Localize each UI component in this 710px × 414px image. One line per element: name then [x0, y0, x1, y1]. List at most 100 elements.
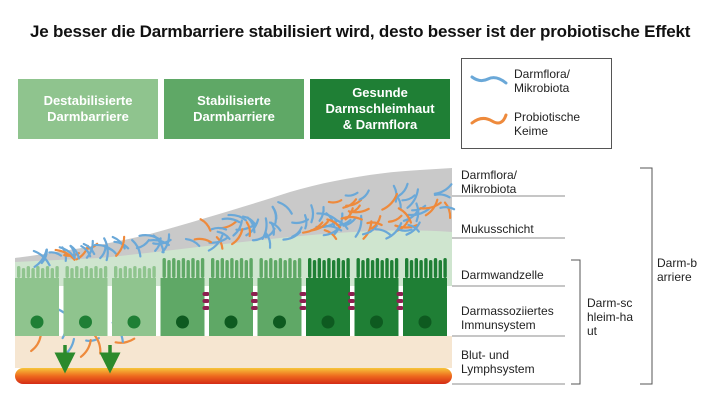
tight-junction — [348, 306, 355, 310]
tight-junction — [396, 299, 404, 303]
epithelial-cell — [209, 258, 253, 336]
probiotic-microbe — [387, 214, 403, 223]
page-title: Je besser die Darmbarriere stabilisiert … — [30, 22, 691, 41]
microbiota-microbe — [374, 228, 393, 237]
probiotic-microbe — [93, 333, 102, 355]
microbiota-microbe — [402, 208, 420, 222]
microbiota-microbe — [439, 205, 456, 211]
microbiota-microbe — [270, 221, 276, 236]
probiotic-microbe — [344, 207, 354, 221]
stage-healthy: Gesunde Darmschleimhaut & Darmflora — [310, 79, 450, 139]
epithelial-cell — [63, 266, 108, 336]
tight-junction — [348, 292, 355, 296]
label-darmbarriere: Darm-barriere — [657, 256, 698, 284]
stage-stabilized: Stabilisierte Darmbarriere — [164, 79, 304, 139]
microbiota-microbe — [334, 218, 349, 230]
epithelial-cell — [403, 258, 447, 336]
probiotic-microbe — [245, 221, 252, 238]
microbiota-microbe — [395, 194, 402, 210]
microbiota-microbe — [138, 234, 160, 241]
tight-junction — [299, 299, 307, 303]
tight-junction — [299, 306, 307, 310]
microbiota-microbe — [241, 215, 256, 225]
epithelial-cell — [112, 266, 156, 336]
label-immunsystem: Darmassoziiertes Immunsystem — [461, 304, 554, 332]
microbiota-microbe — [80, 245, 92, 258]
label-darmwandzelle: Darmwandzelle — [461, 268, 544, 282]
probiotic-microbe — [326, 218, 341, 229]
microbiota-microbe — [154, 237, 162, 252]
probiotic-microbe — [394, 223, 419, 229]
bacteria-group — [30, 182, 456, 358]
microbiota-microbe — [221, 217, 241, 224]
microbiota-microbe — [407, 223, 420, 233]
microbiota-microbe — [184, 237, 201, 248]
epithelial-cell — [354, 258, 399, 336]
label-mukusschicht: Mukusschicht — [461, 222, 534, 236]
probiotic-microbe — [424, 198, 439, 217]
blood-vessel — [15, 368, 452, 384]
microbiota-symbol — [470, 75, 508, 85]
legend: Darmflora/ Mikrobiota Probiotische Keime — [461, 58, 612, 149]
label-darmschleimhaut: Darm-schleim-haut — [587, 296, 634, 338]
microbiota-microbe — [361, 224, 378, 236]
microbiota-microbe — [415, 202, 420, 223]
epithelial-cell — [160, 258, 205, 336]
probiotic-microbe — [230, 228, 244, 246]
probiotic-symbol — [470, 113, 508, 125]
microbiota-microbe — [251, 233, 268, 242]
microbiota-microbe — [411, 204, 427, 212]
tight-junction — [251, 306, 258, 310]
microbiota-microbe — [318, 205, 325, 222]
epithelial-cell — [306, 258, 350, 336]
microbiota-microbe — [235, 221, 258, 231]
microbiota-microbe — [344, 191, 359, 197]
microbiota-microbe — [310, 204, 315, 224]
tight-junction — [202, 299, 210, 303]
microbiota-microbe — [103, 237, 109, 262]
microbiota-microbe — [48, 251, 63, 257]
microbiota-microbe — [135, 238, 150, 250]
probiotic-microbe — [340, 215, 363, 221]
probiotic-microbe — [419, 201, 442, 210]
tight-junction — [202, 292, 210, 296]
probiotic-microbe — [114, 337, 136, 344]
microbiota-microbe — [271, 205, 278, 220]
tight-junction — [202, 306, 210, 310]
probiotic-microbe — [397, 207, 413, 224]
microbiota-microbe — [113, 240, 130, 250]
microbiota-microbe — [245, 218, 260, 237]
probiotic-microbe — [443, 201, 452, 219]
probiotic-microbe — [193, 237, 212, 244]
probiotic-microbe — [199, 218, 212, 232]
microbiota-microbe — [33, 248, 48, 269]
barriere-bracket — [640, 167, 653, 385]
probiotic-microbe — [30, 334, 42, 353]
stage-label: Stabilisierte Darmbarriere — [193, 93, 275, 124]
stage-label: Destabilisierte Darmbarriere — [43, 93, 133, 124]
epithelial-cell — [257, 258, 302, 336]
legend-label-microbiota: Darmflora/ Mikrobiota — [514, 67, 571, 95]
label-darmflora: Darmflora/ Mikrobiota — [461, 168, 518, 196]
microbiota-microbe — [93, 243, 114, 252]
microbiota-microbe — [82, 242, 96, 256]
microbiota-microbe — [433, 183, 453, 195]
stage-label: Gesunde Darmschleimhaut & Darmflora — [325, 85, 435, 132]
cell-group — [15, 258, 447, 374]
microbiota-microbe — [277, 201, 293, 215]
probiotic-microbe — [79, 338, 92, 358]
microbiota-microbe — [261, 217, 268, 240]
microbiota-microbe — [210, 226, 228, 231]
tight-junction — [348, 299, 355, 303]
probiotic-microbe — [115, 235, 126, 257]
stage-destabilized: Destabilisierte Darmbarriere — [18, 79, 158, 139]
immune-layer — [15, 336, 452, 368]
microbiota-microbe — [433, 193, 451, 199]
probiotic-microbe — [342, 198, 358, 209]
legend-label-probiotic: Probiotische Keime — [514, 110, 581, 138]
probiotic-microbe — [366, 221, 383, 227]
microbiota-microbe — [207, 233, 224, 252]
tight-junction — [396, 292, 404, 296]
schleimhaut-bracket — [571, 259, 581, 385]
